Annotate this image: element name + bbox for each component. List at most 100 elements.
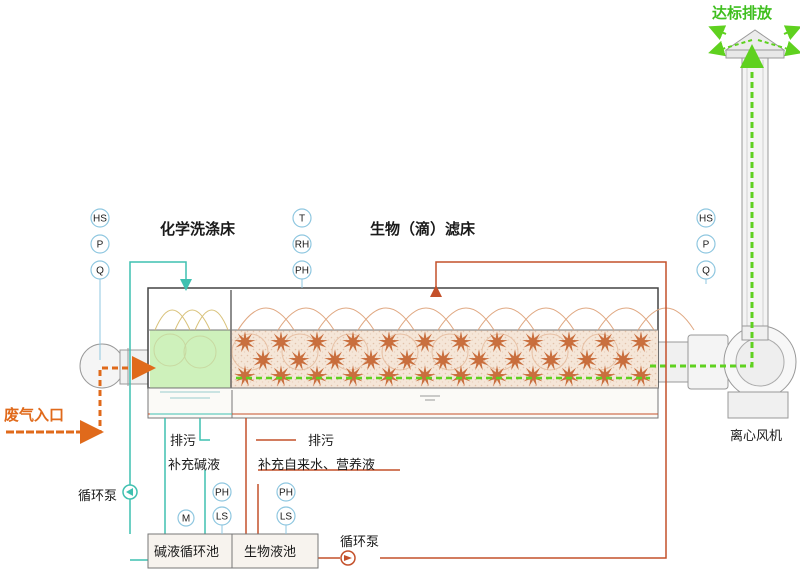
media-star: [414, 331, 436, 353]
media-star: [630, 365, 652, 387]
tanks: [147, 533, 319, 569]
pumps: [122, 484, 356, 566]
mixer-bubble: [177, 509, 195, 527]
spray-arc: [437, 307, 495, 331]
media-star: [306, 365, 328, 387]
instrument-bubble: [696, 260, 716, 280]
media-star: [252, 349, 274, 371]
instrument-tag: P: [703, 240, 710, 251]
pump-right-label: 循环泵: [340, 535, 379, 550]
instrument-bubble: [696, 234, 716, 254]
instrument-tag: LS: [280, 512, 293, 523]
spray-arc: [597, 307, 655, 331]
media-star: [378, 365, 400, 387]
media-star: [612, 349, 634, 371]
spray-arc: [557, 307, 615, 331]
media-star: [234, 331, 256, 353]
alkali-tank-label: 碱液循环池: [154, 545, 219, 560]
flow-circle: [281, 333, 319, 371]
instrument-tag: RH: [295, 240, 309, 251]
instrument-bubble: [292, 208, 312, 228]
inlet-label: 废气入口: [4, 406, 64, 424]
media-star: [522, 331, 544, 353]
centrifugal-fan: [653, 325, 797, 419]
media-star: [594, 365, 616, 387]
instrument-bubble: [292, 234, 312, 254]
spray-arc: [477, 307, 535, 331]
flow-circle: [431, 333, 469, 371]
media-star: [378, 331, 400, 353]
media-star: [342, 331, 364, 353]
media-star: [288, 349, 310, 371]
media-star: [558, 331, 580, 353]
media-star: [558, 365, 580, 387]
drain-right-label: 排污: [308, 434, 334, 449]
media-star: [324, 349, 346, 371]
instrument-tag: Q: [702, 266, 710, 277]
instrument-bubble: [90, 234, 110, 254]
media-star: [270, 365, 292, 387]
instrument-tag: PH: [295, 266, 309, 277]
flow-circle: [381, 333, 419, 371]
media-star: [540, 349, 562, 371]
media-star: [234, 365, 256, 387]
media-star: [576, 349, 598, 371]
media-star: [468, 349, 490, 371]
instrument-bubble: [212, 482, 232, 502]
chem-spray-arcs: [153, 309, 229, 369]
instrument-tag: PH: [215, 488, 229, 499]
exhaust-stack: [724, 29, 786, 329]
bio-bed-label: 生物（滴）滤床: [370, 220, 476, 238]
media-star: [360, 349, 382, 371]
bio-tank-label: 生物液池: [244, 545, 296, 560]
spray-arc: [357, 307, 415, 331]
media-star: [396, 349, 418, 371]
flow-circle: [531, 333, 569, 371]
flow-circle: [481, 333, 519, 371]
media-star: [504, 349, 526, 371]
pump-left-label: 循环泵: [78, 489, 117, 504]
media-star: [630, 331, 652, 353]
instrument-tag: PH: [279, 488, 293, 499]
instrument-bubble: [696, 208, 716, 228]
media-star: [486, 331, 508, 353]
alkali-loop: [129, 261, 210, 561]
flow-circle: [331, 333, 369, 371]
mixer-tag: M: [182, 514, 190, 525]
drain-left-label: 排污: [170, 434, 196, 449]
instrument-tag: Q: [96, 266, 104, 277]
gas-flow: [6, 25, 800, 444]
spray-arc: [397, 307, 455, 331]
instrument-tag: HS: [699, 214, 713, 225]
media-star: [450, 331, 472, 353]
instrument-bubble: [276, 506, 296, 526]
spray-arc: [277, 307, 335, 331]
bio-spray-arcs: [231, 307, 695, 371]
media-star: [432, 349, 454, 371]
add-alkali-label: 补充碱液: [168, 457, 220, 473]
inlet-duct: [79, 343, 149, 389]
spray-arc: [317, 307, 375, 331]
instrument-bubble: [90, 208, 110, 228]
add-water-nutrient-label: 补充自来水、营养液: [258, 457, 375, 473]
media-star: [486, 365, 508, 387]
fan-label: 离心风机: [730, 428, 782, 444]
instrument-bubble: [276, 482, 296, 502]
media-star: [594, 331, 616, 353]
spray-arc: [237, 307, 295, 331]
instrument-tag: P: [97, 240, 104, 251]
media-star: [270, 331, 292, 353]
media-star: [414, 365, 436, 387]
media-star: [306, 331, 328, 353]
instrument-bubble: [292, 260, 312, 280]
bio-media-stars: [234, 331, 652, 387]
media-star: [450, 365, 472, 387]
instrument-tag: HS: [93, 214, 107, 225]
outlet-label: 达标排放: [712, 4, 773, 22]
media-star: [342, 365, 364, 387]
instrument-tag: LS: [216, 512, 229, 523]
media-star: [522, 365, 544, 387]
